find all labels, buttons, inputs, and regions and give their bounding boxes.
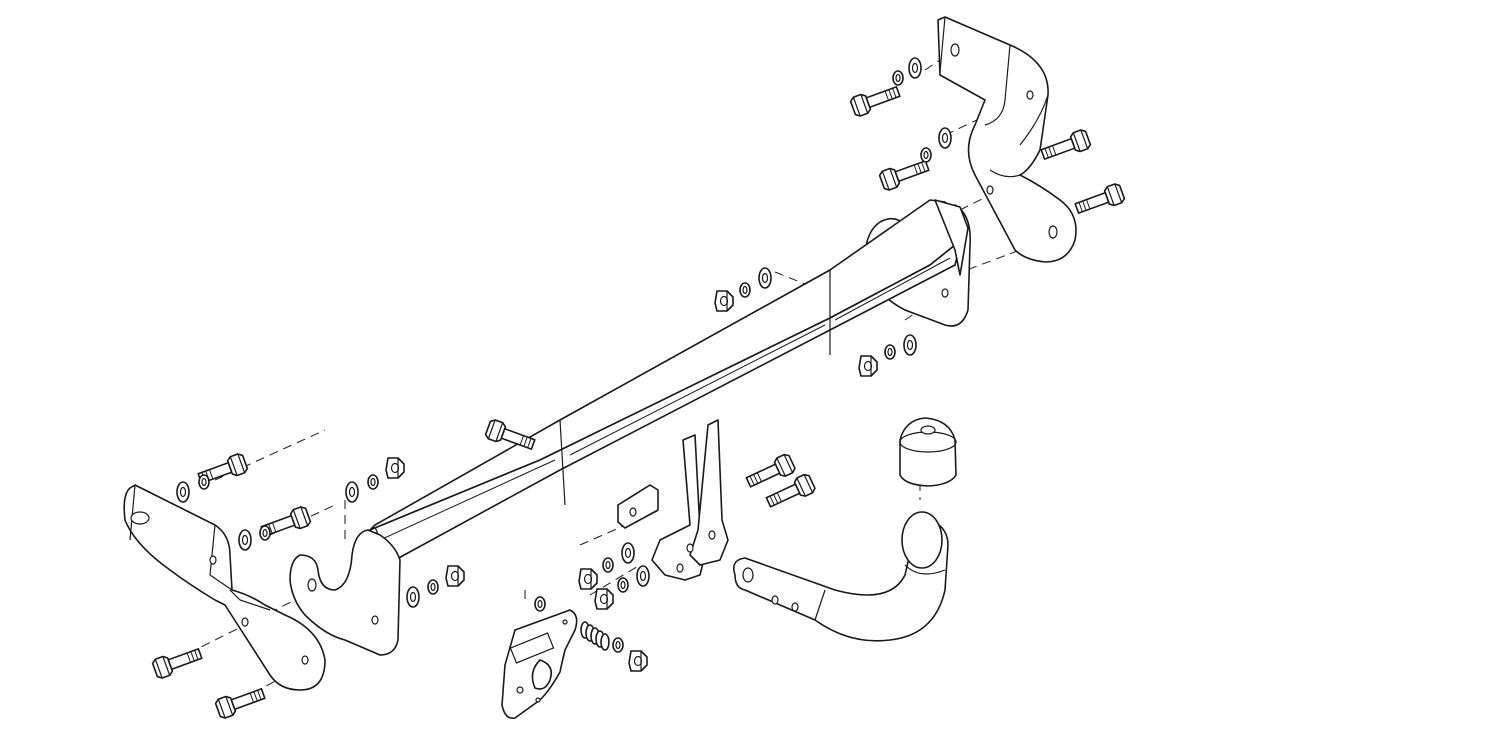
left-outer-bracket xyxy=(123,484,326,691)
right-side-bracket xyxy=(937,16,1077,263)
tow-ball-cap xyxy=(899,417,957,487)
tow-ball-arm xyxy=(732,511,949,642)
center-mount-plates xyxy=(617,419,729,581)
socket-spring xyxy=(580,621,610,651)
left-inner-bracket xyxy=(289,529,401,656)
crossbar-beam xyxy=(369,199,969,581)
socket-plate xyxy=(501,609,578,720)
